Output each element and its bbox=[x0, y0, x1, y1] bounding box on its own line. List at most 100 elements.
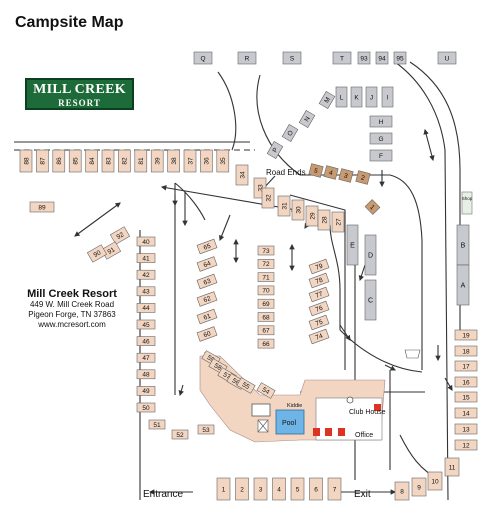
campsite-37[interactable]: 37 bbox=[183, 149, 197, 173]
campsite-47[interactable]: 47 bbox=[136, 352, 156, 363]
campsite-15[interactable]: 15 bbox=[454, 391, 478, 403]
campsite-92[interactable]: 92 bbox=[109, 226, 131, 245]
campsite-19[interactable]: 19 bbox=[454, 329, 478, 341]
campsite-14[interactable]: 14 bbox=[454, 407, 478, 419]
campsite-7[interactable]: 7 bbox=[327, 477, 342, 501]
campsite-T[interactable]: T bbox=[332, 51, 352, 65]
campsite-79[interactable]: 79 bbox=[308, 258, 330, 275]
campsite-B[interactable]: B bbox=[456, 224, 470, 266]
campsite-43[interactable]: 43 bbox=[136, 286, 156, 297]
campsite-17[interactable]: 17 bbox=[454, 360, 478, 372]
campsite-32[interactable]: 32 bbox=[261, 187, 275, 209]
campsite-41[interactable]: 41 bbox=[136, 253, 156, 263]
campsite-S[interactable]: S bbox=[282, 51, 302, 65]
campsite-16[interactable]: 16 bbox=[454, 376, 478, 388]
campsite-82[interactable]: 82 bbox=[118, 149, 131, 173]
campsite-5[interactable]: 5 bbox=[290, 477, 305, 501]
campsite-46[interactable]: 46 bbox=[136, 336, 156, 346]
campsite-13[interactable]: 13 bbox=[454, 423, 478, 435]
campsite-64[interactable]: 64 bbox=[196, 256, 218, 272]
campsite-H[interactable]: H bbox=[369, 115, 393, 128]
campsite-66[interactable]: 66 bbox=[257, 338, 275, 349]
campsite-29[interactable]: 29 bbox=[305, 205, 319, 227]
campsite-O[interactable]: O bbox=[281, 124, 299, 142]
campsite-11[interactable]: 11 bbox=[444, 457, 460, 477]
campsite-49[interactable]: 49 bbox=[136, 386, 156, 396]
campsite-44[interactable]: 44 bbox=[136, 303, 156, 313]
campsite-69[interactable]: 69 bbox=[257, 298, 275, 309]
campsite-K[interactable]: K bbox=[350, 86, 363, 108]
campsite-E[interactable]: E bbox=[346, 224, 359, 266]
campsite-70[interactable]: 70 bbox=[257, 285, 275, 296]
campsite-95[interactable]: 95 bbox=[393, 51, 407, 65]
campsite-L[interactable]: L bbox=[335, 86, 348, 108]
campsite-6[interactable]: 6 bbox=[309, 477, 323, 501]
campsite-U[interactable]: U bbox=[437, 51, 457, 65]
campsite-5[interactable]: 5 bbox=[308, 163, 324, 178]
campsite-67[interactable]: 67 bbox=[257, 325, 275, 336]
campsite-38[interactable]: 38 bbox=[167, 149, 180, 173]
campsite-9[interactable]: 9 bbox=[411, 477, 427, 497]
campsite-51[interactable]: 51 bbox=[148, 419, 166, 430]
campsite-55[interactable]: 55 bbox=[236, 377, 256, 394]
campsite-68[interactable]: 68 bbox=[257, 312, 275, 322]
campsite-C[interactable]: C bbox=[364, 279, 377, 321]
campsite-48[interactable]: 48 bbox=[136, 369, 156, 380]
campsite-42[interactable]: 42 bbox=[136, 269, 156, 280]
campsite-90[interactable]: 90 bbox=[86, 244, 108, 263]
campsite-84[interactable]: 84 bbox=[85, 149, 98, 173]
campsite-36[interactable]: 36 bbox=[200, 149, 213, 173]
campsite-12[interactable]: 12 bbox=[454, 439, 478, 451]
campsite-P[interactable]: P bbox=[266, 141, 284, 159]
campsite-63[interactable]: 63 bbox=[196, 273, 218, 290]
campsite-83[interactable]: 83 bbox=[101, 149, 115, 173]
campsite-8[interactable]: 8 bbox=[394, 481, 410, 501]
campsite-52[interactable]: 52 bbox=[171, 429, 189, 440]
campsite-65[interactable]: 65 bbox=[196, 238, 218, 255]
campsite-34[interactable]: 34 bbox=[235, 164, 249, 186]
campsite-61[interactable]: 61 bbox=[196, 308, 218, 325]
campsite-A[interactable]: A bbox=[456, 264, 470, 306]
campsite-R[interactable]: R bbox=[237, 51, 257, 65]
campsite-10[interactable]: 10 bbox=[427, 471, 443, 491]
campsite-75[interactable]: 75 bbox=[308, 314, 330, 331]
campsite-1[interactable]: 1 bbox=[364, 199, 381, 215]
campsite-45[interactable]: 45 bbox=[136, 319, 156, 330]
campsite-J[interactable]: J bbox=[365, 86, 378, 108]
campsite-Q[interactable]: Q bbox=[193, 51, 213, 65]
campsite-50[interactable]: 50 bbox=[136, 402, 156, 413]
campsite-93[interactable]: 93 bbox=[357, 51, 371, 65]
campsite-35[interactable]: 35 bbox=[216, 149, 230, 173]
campsite-3[interactable]: 3 bbox=[253, 477, 268, 501]
campsite-2[interactable]: 2 bbox=[235, 477, 249, 501]
campsite-87[interactable]: 87 bbox=[36, 149, 49, 173]
campsite-76[interactable]: 76 bbox=[308, 300, 330, 317]
campsite-F[interactable]: F bbox=[369, 149, 393, 162]
campsite-2[interactable]: 2 bbox=[355, 170, 371, 185]
campsite-31[interactable]: 31 bbox=[277, 195, 291, 217]
campsite-1[interactable]: 1 bbox=[216, 477, 231, 501]
campsite-3[interactable]: 3 bbox=[338, 168, 354, 183]
campsite-88[interactable]: 88 bbox=[19, 149, 33, 173]
campsite-94[interactable]: 94 bbox=[375, 51, 389, 65]
campsite-62[interactable]: 62 bbox=[196, 291, 218, 307]
campsite-54[interactable]: 54 bbox=[256, 382, 276, 399]
campsite-78[interactable]: 78 bbox=[308, 272, 330, 289]
campsite-30[interactable]: 30 bbox=[291, 199, 305, 221]
campsite-72[interactable]: 72 bbox=[257, 258, 275, 269]
campsite-81[interactable]: 81 bbox=[134, 149, 148, 173]
campsite-73[interactable]: 73 bbox=[257, 245, 275, 256]
campsite-60[interactable]: 60 bbox=[196, 326, 218, 342]
campsite-I[interactable]: I bbox=[381, 86, 394, 108]
campsite-77[interactable]: 77 bbox=[308, 286, 330, 303]
campsite-28[interactable]: 28 bbox=[317, 209, 331, 231]
campsite-M[interactable]: M bbox=[318, 91, 336, 109]
campsite-85[interactable]: 85 bbox=[68, 149, 82, 173]
campsite-39[interactable]: 39 bbox=[150, 149, 164, 173]
campsite-27[interactable]: 27 bbox=[331, 211, 345, 233]
campsite-18[interactable]: 18 bbox=[454, 345, 478, 357]
campsite-89[interactable]: 89 bbox=[29, 201, 55, 213]
campsite-D[interactable]: D bbox=[364, 234, 377, 276]
campsite-N[interactable]: N bbox=[298, 110, 316, 128]
campsite-74[interactable]: 74 bbox=[308, 328, 330, 345]
